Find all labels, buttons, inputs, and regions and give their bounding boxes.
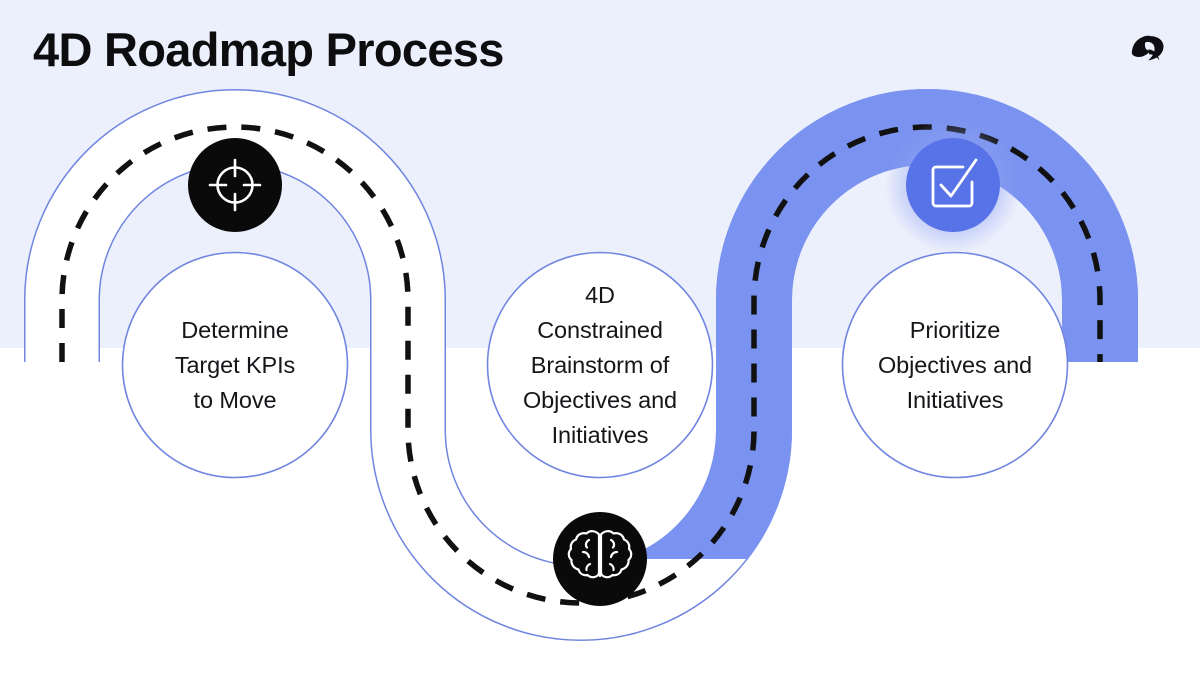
milestone-badge-2[interactable] xyxy=(553,512,647,606)
page-title: 4D Roadmap Process xyxy=(33,23,504,76)
stage-circle-1[interactable] xyxy=(121,251,349,479)
badge-1-circle xyxy=(188,138,282,232)
brain-icon xyxy=(567,530,633,579)
stage-circle-3[interactable] xyxy=(841,251,1069,479)
milestone-badge-3[interactable] xyxy=(885,117,1021,253)
rotate-r-logo-icon xyxy=(1131,35,1164,61)
checkbox-check-icon xyxy=(931,158,978,208)
badge-3-circle xyxy=(906,138,1000,232)
stage-circle-2[interactable] xyxy=(486,251,714,479)
milestone-badge-1[interactable] xyxy=(188,138,282,232)
crosshair-target-icon xyxy=(208,158,262,212)
